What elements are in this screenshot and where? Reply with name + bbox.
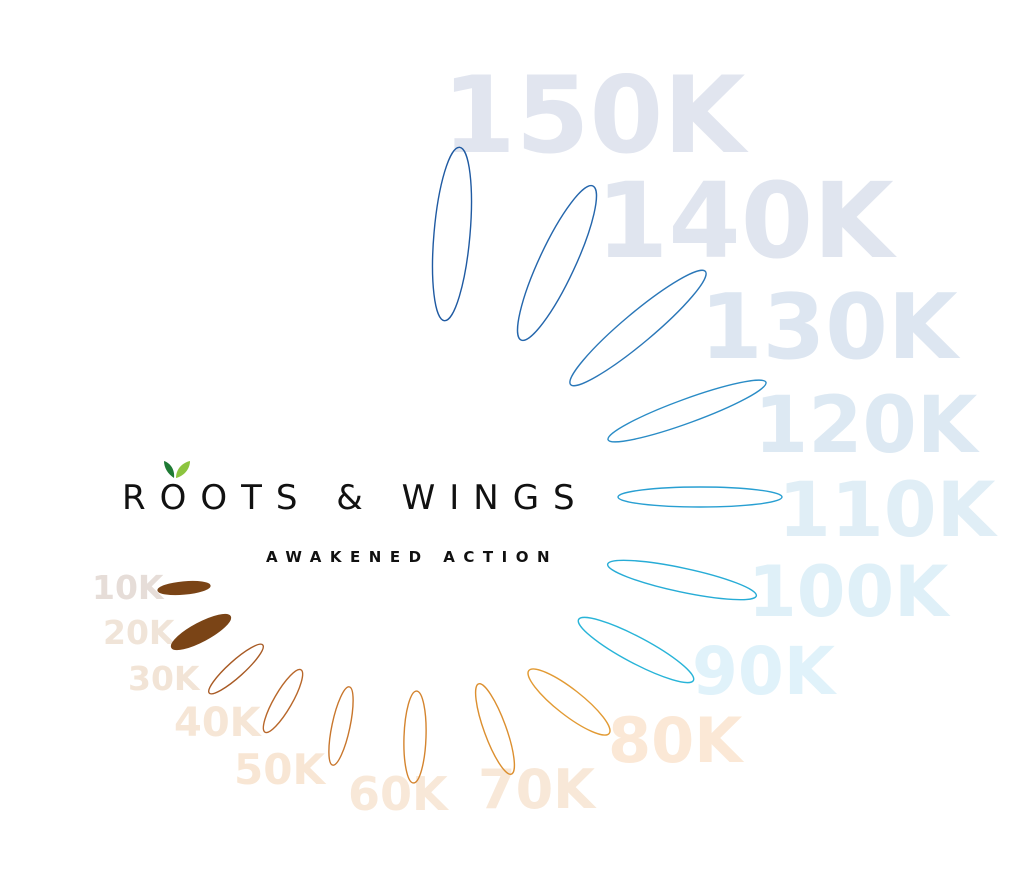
milestone-petals [157,146,783,784]
milestone-petal-30k-empty [208,643,264,695]
milestone-label-120k: 120K [754,381,980,471]
milestone-label-140k: 140K [596,160,897,282]
milestone-label-70k: 70K [478,758,597,821]
milestone-label-90k: 90K [692,633,838,710]
leaf-left-icon [164,461,175,478]
milestone-label-60k: 60K [348,767,450,821]
milestone-petal-60k-empty [403,690,427,784]
milestone-petal-40k-empty [262,668,304,734]
brand-title: ROOTS & WINGS [122,478,589,518]
milestone-label-30k: 30K [128,659,201,698]
milestone-label-130k: 130K [700,275,961,380]
milestone-petal-10k-filled [157,580,211,596]
milestone-petal-50k-empty [328,686,354,766]
milestone-label-150k: 150K [442,54,749,177]
milestone-petal-70k-empty [474,683,516,775]
milestone-petal-110k-empty [617,486,783,508]
milestone-petal-80k-empty [527,668,611,736]
milestone-label-10k: 10K [92,568,165,607]
milestone-label-40k: 40K [174,700,263,746]
milestone-label-110k: 110K [778,465,999,554]
milestone-petal-20k-filled [170,613,232,651]
milestone-label-100k: 100K [748,551,951,633]
milestone-label-20k: 20K [103,613,176,652]
milestone-petal-150k-empty [431,146,473,322]
logo-leaf-icon [164,461,190,478]
milestone-petal-90k-empty [577,616,695,684]
milestone-petal-120k-empty [607,379,767,443]
milestone-petal-140k-empty [516,184,598,342]
leaf-right-icon [176,461,190,478]
milestone-label-80k: 80K [608,704,744,777]
milestone-label-50k: 50K [234,745,326,794]
milestone-petal-100k-empty [606,559,758,601]
brand-tagline: AWAKENED ACTION [266,548,558,566]
milestone-petal-130k-empty [569,269,707,387]
